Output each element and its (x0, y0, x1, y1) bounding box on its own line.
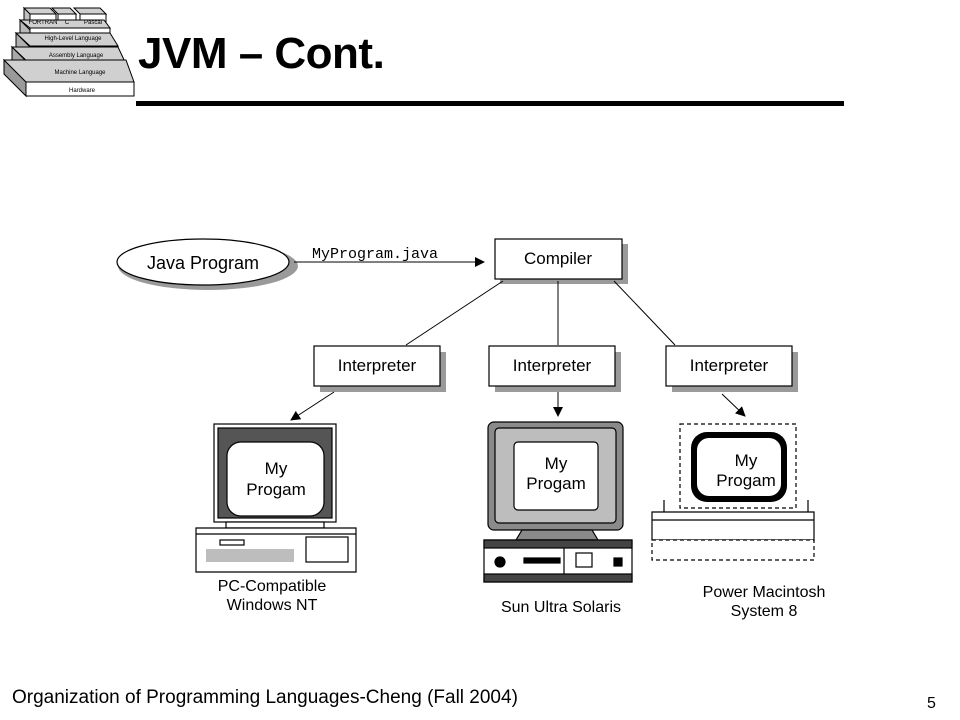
arrow-to-mac (721, 393, 746, 417)
compiler-node: Compiler (494, 238, 628, 284)
compiler-connectors (405, 280, 676, 346)
mac-platform-line2: System 8 (731, 603, 798, 620)
pc-platform-line1: PC-Compatible (218, 578, 327, 595)
mac-platform-line1: Power Macintosh (703, 584, 826, 601)
sun-computer-icon (483, 421, 633, 583)
logo-label-assembly: Assembly Language (49, 53, 104, 59)
logo-label-fortran: FORTRAN (29, 20, 58, 26)
logo-label-high-level: High-Level Language (44, 36, 102, 42)
logo-label-c: C (65, 20, 70, 26)
sun-platform-line1: Sun Ultra Solaris (501, 599, 621, 616)
logo-level-hardware (25, 81, 135, 97)
interpreter-label-2: Interpreter (513, 356, 592, 375)
interpreter-label-1: Interpreter (338, 356, 417, 375)
logo-label-machine: Machine Language (54, 70, 106, 76)
pc-screen-line1: My (265, 459, 288, 478)
logo-label-pascal: Pascal (84, 20, 102, 26)
compiler-label: Compiler (524, 249, 592, 268)
java-program-node: Java Program (116, 238, 298, 290)
arrow-to-pc (290, 391, 335, 421)
interpreter-node-3: Interpreter (665, 345, 798, 392)
logo-label-hardware: Hardware (69, 88, 96, 94)
sun-screen-line2: Progam (526, 474, 586, 493)
interpreter-node-2: Interpreter (488, 345, 621, 392)
mac-screen-line1: My (735, 451, 758, 470)
mac-computer-icon (651, 423, 815, 561)
title-rule (136, 101, 844, 106)
slide-footer: Organization of Programming Languages-Ch… (12, 687, 518, 708)
mac-screen-line2: Progam (716, 471, 776, 490)
slide-title: JVM – Cont. (138, 29, 385, 78)
pc-computer-icon (195, 423, 357, 573)
interpreter-label-3: Interpreter (690, 356, 769, 375)
pc-platform-line2: Windows NT (227, 597, 318, 614)
file-label: MyProgram.java (312, 246, 438, 263)
sun-screen-line1: My (545, 454, 568, 473)
page-number: 5 (927, 695, 936, 712)
java-program-label: Java Program (147, 253, 259, 273)
interpreter-node-1: Interpreter (313, 345, 446, 392)
pc-screen-line2: Progam (246, 480, 306, 499)
